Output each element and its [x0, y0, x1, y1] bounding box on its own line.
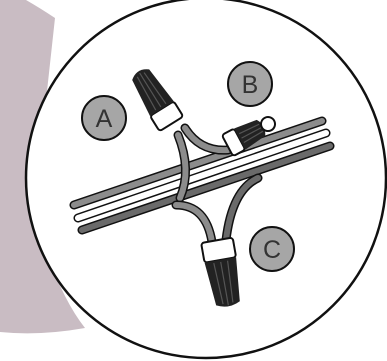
callout-b: B: [227, 61, 273, 107]
callout-c-label: C: [263, 236, 281, 264]
wire-nut-c: [200, 236, 240, 307]
wire-nut-a: [132, 69, 184, 132]
wire-nut-b: [221, 116, 277, 157]
callout-a: A: [81, 95, 127, 141]
callout-c: C: [249, 226, 295, 272]
branch-wires: [171, 123, 263, 247]
circle-frame: [24, 0, 387, 360]
callout-b-label: B: [242, 71, 259, 99]
background-swoosh: [0, 0, 85, 334]
main-cable: [69, 116, 335, 235]
callout-a-label: A: [96, 105, 113, 133]
